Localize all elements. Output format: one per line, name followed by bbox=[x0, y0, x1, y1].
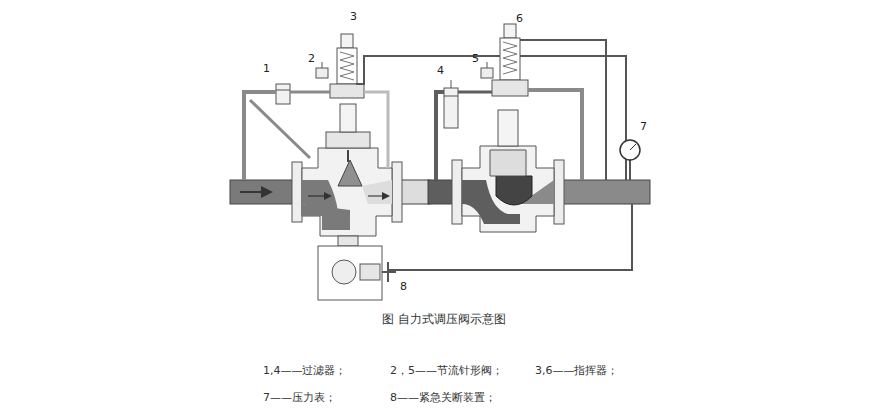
outlet-pipe bbox=[562, 180, 650, 204]
regulator-valve bbox=[292, 104, 402, 246]
callout-number: 4 bbox=[437, 64, 444, 77]
callout-number: 8 bbox=[400, 280, 407, 293]
inlet-pipe bbox=[230, 180, 302, 204]
callout-number: 1 bbox=[263, 62, 270, 75]
main-valve bbox=[452, 110, 564, 232]
callout-number: 3 bbox=[350, 10, 357, 23]
filter-4 bbox=[444, 80, 458, 128]
filter-1 bbox=[276, 84, 290, 104]
callout-number: 7 bbox=[640, 120, 647, 133]
callout-number: 5 bbox=[472, 52, 479, 65]
pilot-3 bbox=[330, 34, 364, 98]
middle-pipe bbox=[400, 180, 430, 204]
part-key: 3,6——指挥器； bbox=[535, 364, 619, 377]
needle-valve-2 bbox=[316, 62, 328, 78]
part-key: 8——紧急关断装置； bbox=[390, 391, 496, 404]
part-key: 7——压力表； bbox=[263, 391, 336, 404]
figure-caption: 图 自力式调压阀示意图 bbox=[382, 312, 506, 326]
part-key: 1,4——过滤器； bbox=[263, 364, 347, 377]
pressure-gauge bbox=[620, 140, 640, 180]
callout-number: 6 bbox=[516, 12, 523, 25]
emergency-shutoff bbox=[318, 246, 396, 300]
callout-number: 2 bbox=[308, 52, 315, 65]
pilot-6 bbox=[492, 24, 528, 96]
needle-valve-5 bbox=[481, 62, 493, 78]
part-key: 2，5——节流针形阀； bbox=[390, 364, 503, 377]
